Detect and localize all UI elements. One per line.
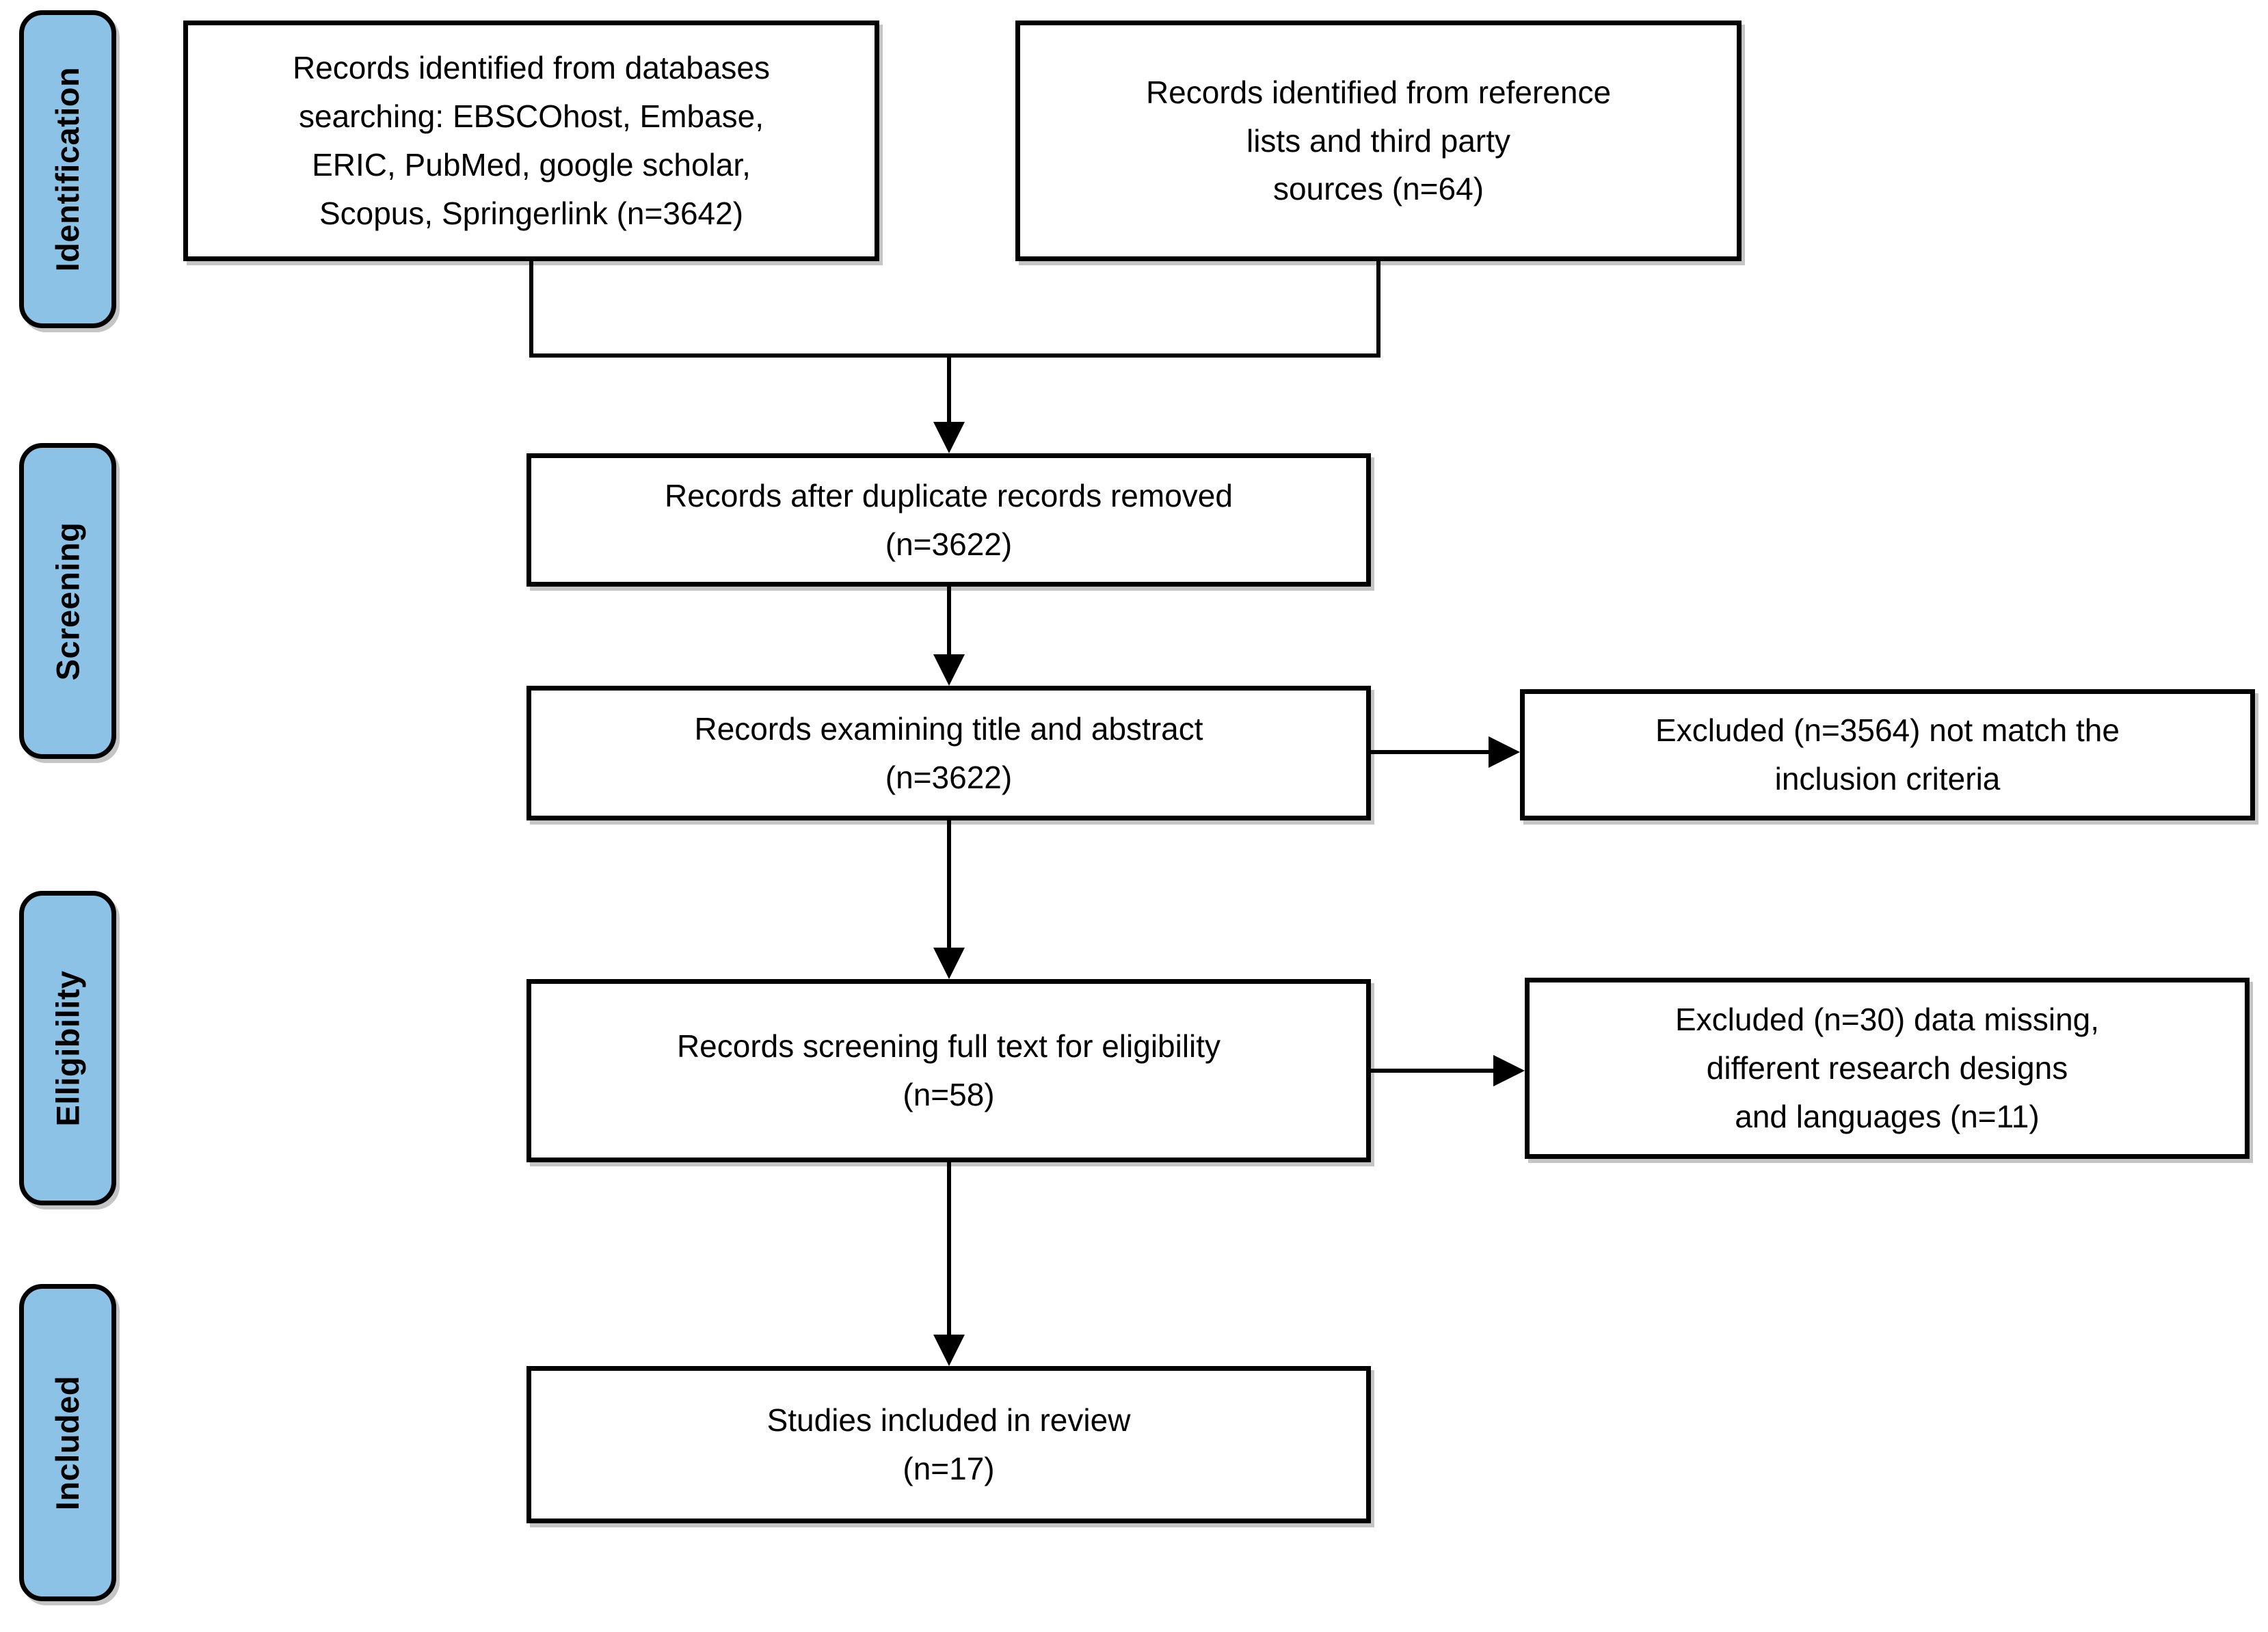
box-text-line: Excluded (n=3564) not match the xyxy=(1655,712,2120,749)
box-text-line: Studies included in review xyxy=(766,1402,1131,1439)
box-records-full-text: Records screening full text for eligibil… xyxy=(526,979,1371,1162)
box-records-title-abstract: Records examining title and abstract (n=… xyxy=(526,686,1371,820)
stage-screening: Screening xyxy=(19,443,116,759)
arrow-merge-to-dedup-shaft xyxy=(947,353,951,423)
box-records-after-duplicates-removed: Records after duplicate records removed … xyxy=(526,453,1371,587)
stage-included-label: Included xyxy=(49,1375,86,1510)
connector-right-drop-line xyxy=(1376,261,1380,358)
arrow-title-abstract-to-fulltext-shaft xyxy=(947,820,951,949)
arrow-dedup-to-screening-shaft xyxy=(947,587,951,655)
arrow-title-abstract-to-fulltext-head xyxy=(933,948,965,979)
arrow-title-abstract-excluded-shaft xyxy=(1371,750,1490,754)
box-text-line: Excluded (n=30) data missing, xyxy=(1675,1002,2100,1038)
box-text-line: sources (n=64) xyxy=(1272,171,1484,207)
box-text-line: inclusion criteria xyxy=(1774,761,2001,797)
connector-merge-line xyxy=(529,353,1380,358)
arrow-title-abstract-excluded-head xyxy=(1489,736,1520,768)
arrow-fulltext-excluded-shaft xyxy=(1371,1069,1494,1073)
box-text-line: (n=58) xyxy=(903,1077,995,1112)
box-text-line: (n=17) xyxy=(903,1451,995,1486)
box-studies-included: Studies included in review (n=17) xyxy=(526,1366,1371,1523)
box-text-line: ERIC, PubMed, google scholar, xyxy=(312,147,751,183)
box-text-line: (n=3622) xyxy=(885,526,1013,562)
stage-identification-label: Identification xyxy=(49,66,86,272)
box-text-line: searching: EBSCOhost, Embase, xyxy=(298,98,764,135)
box-text-line: different research designs xyxy=(1706,1050,2068,1086)
box-text-line: Records examining title and abstract xyxy=(694,710,1203,747)
arrow-merge-to-dedup-head xyxy=(933,422,965,453)
stage-included: Included xyxy=(19,1284,116,1601)
box-records-identified-databases: Records identified from databases search… xyxy=(183,21,879,261)
stage-eligibility-label: Elligibility xyxy=(49,970,86,1126)
box-excluded-full-text: Excluded (n=30) data missing, different … xyxy=(1525,978,2250,1159)
arrow-fulltext-excluded-head xyxy=(1493,1055,1525,1086)
box-text-line: Scopus, Springerlink (n=3642) xyxy=(319,195,744,231)
connector-left-drop-line xyxy=(529,261,533,358)
arrow-fulltext-to-included-head xyxy=(933,1335,965,1366)
box-text-line: lists and third party xyxy=(1246,122,1511,159)
arrow-fulltext-to-included-shaft xyxy=(947,1162,951,1336)
box-text-line: Records identified from reference xyxy=(1145,74,1612,110)
box-text-line: Records identified from databases xyxy=(292,50,771,86)
box-text-line: (n=3622) xyxy=(885,759,1013,795)
stage-eligibility: Elligibility xyxy=(19,891,116,1205)
arrow-dedup-to-screening-head xyxy=(933,654,965,686)
box-excluded-title-abstract: Excluded (n=3564) not match the inclusio… xyxy=(1520,689,2255,820)
box-text-line: and languages (n=11) xyxy=(1735,1098,2040,1134)
box-text-line: Records screening full text for eligibil… xyxy=(676,1028,1221,1065)
stage-screening-label: Screening xyxy=(49,522,86,680)
box-text-line: Records after duplicate records removed xyxy=(665,477,1233,513)
stage-identification: Identification xyxy=(19,10,116,328)
box-records-identified-other-sources: Records identified from reference lists … xyxy=(1015,21,1742,261)
